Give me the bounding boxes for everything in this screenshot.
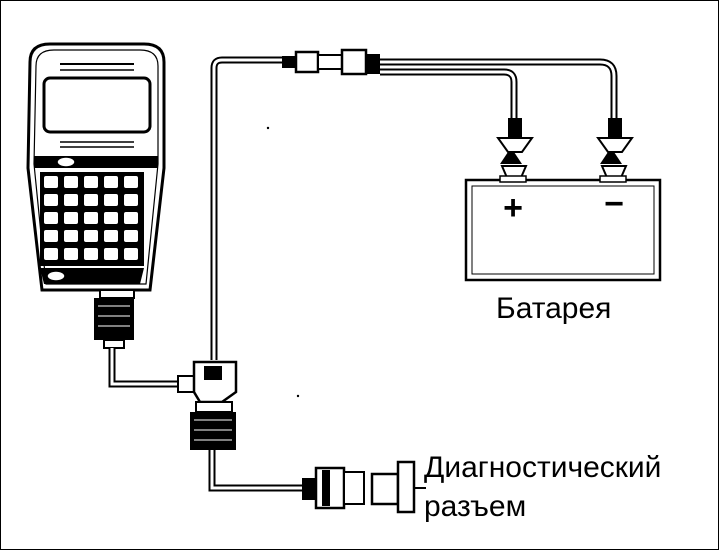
battery-minus-sign: − <box>604 185 624 223</box>
battery-plus-sign: + <box>503 189 523 227</box>
keypad-key <box>84 176 98 188</box>
keypad-key <box>64 248 78 260</box>
connector-label-line2: разъем <box>424 490 526 523</box>
keypad-key <box>124 230 138 242</box>
keypad-key <box>104 212 118 224</box>
keypad-key <box>64 176 78 188</box>
battery-label: Батарея <box>496 292 611 325</box>
keypad-key <box>44 248 58 260</box>
keypad-key <box>84 194 98 206</box>
scan-tool-bottom-button <box>46 270 66 282</box>
keypad-key <box>84 230 98 242</box>
keypad-key <box>44 176 58 188</box>
keypad-key <box>124 194 138 206</box>
keypad-key <box>124 248 138 260</box>
scan-tool-top-button <box>56 156 76 168</box>
keypad-key <box>104 230 118 242</box>
battery-clamp-negative <box>596 118 634 181</box>
keypad-key <box>124 176 138 188</box>
scan-tool-screen <box>42 76 152 134</box>
keypad-key <box>84 212 98 224</box>
cables <box>108 56 618 492</box>
power-plug <box>282 48 380 76</box>
scan-tool-connector <box>94 289 135 349</box>
keypad-key <box>104 248 118 260</box>
keypad-key <box>64 194 78 206</box>
scan-tool-keypad <box>40 172 144 266</box>
battery-clamp-positive <box>496 118 534 181</box>
connector-label-line1: Диагностический <box>424 451 661 484</box>
keypad-key <box>104 194 118 206</box>
diagnostic-plug <box>302 466 365 510</box>
keypad-key <box>104 176 118 188</box>
vehicle-diagnostic-socket <box>370 460 426 514</box>
keypad-key <box>124 212 138 224</box>
keypad-key <box>44 194 58 206</box>
keypad-key <box>84 248 98 260</box>
battery: + − <box>464 175 662 282</box>
scan-tool <box>26 42 166 292</box>
keypad-key <box>64 230 78 242</box>
keypad-key <box>64 212 78 224</box>
y-adapter <box>177 360 238 450</box>
keypad-key <box>44 230 58 242</box>
keypad-key <box>44 212 58 224</box>
